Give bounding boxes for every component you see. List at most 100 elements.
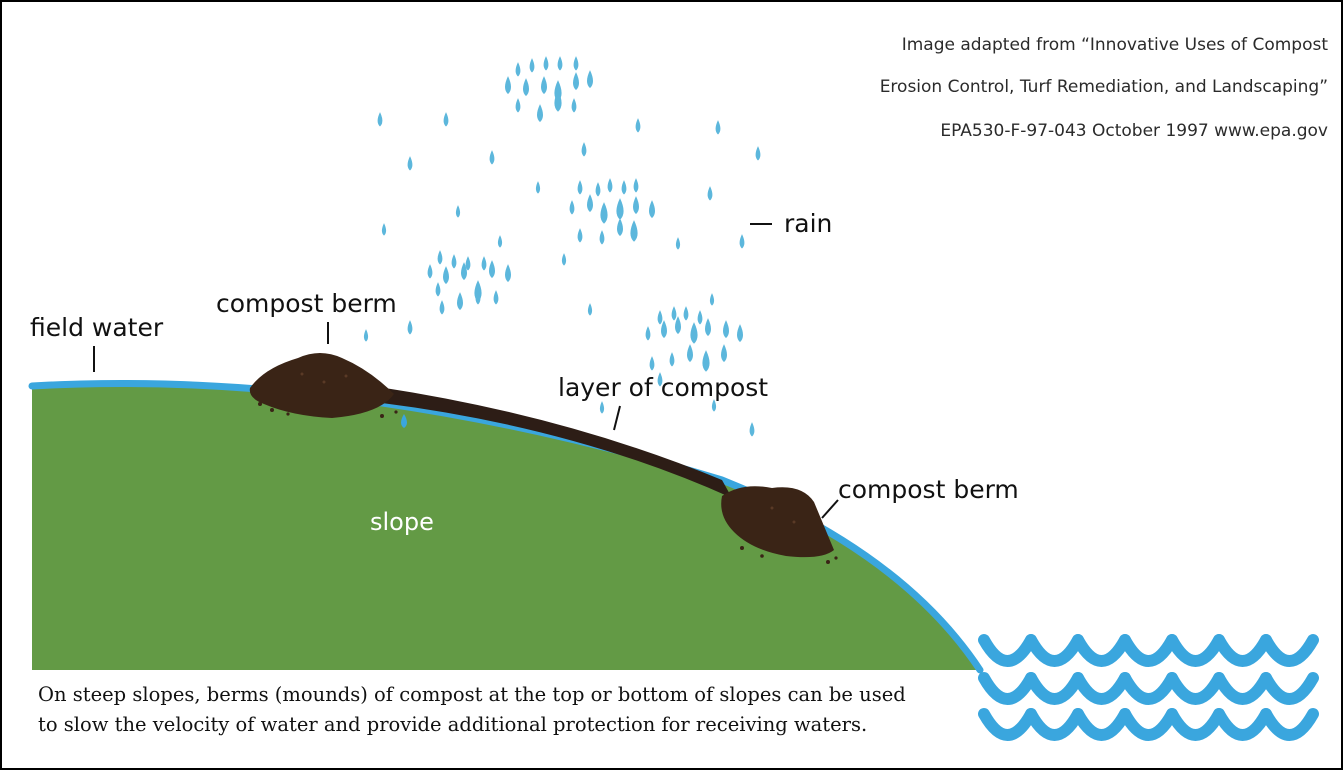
raindrop-icon: [635, 118, 641, 133]
wave-icon: [1213, 672, 1272, 705]
raindrop-icon: [705, 318, 711, 337]
raindrop-icon: [687, 344, 693, 363]
raindrop-icon: [489, 150, 495, 165]
raindrop-icon: [621, 180, 627, 195]
raindrop-icon: [633, 178, 639, 193]
slope-label: slope: [370, 508, 434, 536]
field-water-label: field water: [30, 313, 164, 342]
wave-icon: [978, 672, 1037, 705]
runoff-drop: [401, 414, 407, 428]
wave-icon: [1260, 708, 1319, 741]
raindrop-icon: [587, 303, 593, 316]
raindrop-icon: [683, 306, 689, 321]
raindrop-icon: [573, 72, 579, 91]
raindrop-icon: [657, 372, 663, 387]
raindrop-icon: [577, 180, 583, 195]
raindrop-icon: [475, 290, 481, 305]
raindrop-icon: [617, 218, 623, 237]
raindrop-icon: [529, 58, 535, 73]
raindrop-icon: [363, 329, 369, 342]
raindrop-icon: [571, 98, 577, 113]
raindrop-icon: [543, 56, 549, 71]
wave-icon: [1025, 672, 1084, 705]
raindrop-icon: [749, 422, 755, 437]
raindrop-icon: [709, 293, 715, 306]
wave-icon: [1025, 708, 1084, 741]
raindrop-icon: [669, 352, 675, 367]
raindrop-icon: [439, 300, 445, 315]
raindrop-icon: [649, 356, 655, 371]
wave-icon: [1260, 634, 1319, 667]
raindrop-icon: [443, 112, 449, 127]
raindrop-icon: [457, 292, 463, 311]
raindrop-icon: [557, 56, 563, 71]
raindrop-icon: [657, 310, 663, 325]
raindrop-icon: [497, 235, 503, 248]
raindrop-icon: [661, 320, 667, 339]
raindrop-icon: [587, 70, 593, 89]
raindrop-icon: [702, 350, 710, 372]
raindrop-icon: [569, 200, 575, 215]
caption-line-1: On steep slopes, berms (mounds) of compo…: [38, 683, 906, 706]
raindrop-icon: [561, 253, 567, 266]
raindrop-icon: [505, 264, 511, 283]
raindrop-icon: [541, 76, 547, 95]
raindrop-icon: [697, 310, 703, 325]
raindrop-icon: [427, 264, 433, 279]
raindrop-icon: [537, 104, 543, 123]
raindrop-icon: [573, 56, 579, 71]
raindrop-icon: [633, 196, 639, 215]
raindrop-icon: [407, 156, 413, 171]
caption: On steep slopes, berms (mounds) of compo…: [38, 680, 998, 740]
wave-icon: [1213, 634, 1272, 667]
raindrop-icon: [645, 326, 651, 341]
raindrop-icon: [711, 399, 717, 412]
slope-hill: [32, 383, 980, 670]
rain-label: rain: [784, 209, 832, 238]
compost-berm-bottom-leader: [821, 499, 839, 519]
raindrop-icon: [455, 205, 461, 218]
raindrop-icon: [451, 254, 457, 269]
compost-berm-bottom-label: compost berm: [838, 475, 1019, 504]
raindrop-icon: [723, 320, 729, 339]
raindrop-icon: [581, 142, 587, 157]
compost-berm-bottom: [721, 486, 838, 564]
wave-icon: [1166, 708, 1225, 741]
wave-icon: [978, 634, 1037, 667]
compost-berm-top: [249, 353, 398, 418]
raindrop-icon: [671, 306, 677, 321]
raindrop-icon: [715, 120, 721, 135]
raindrop-icon: [381, 223, 387, 236]
raindrop-icon: [577, 228, 583, 243]
compost-layer: [372, 386, 732, 498]
credit-line-2: Erosion Control, Turf Remediation, and L…: [880, 77, 1328, 97]
wave-icon: [1260, 672, 1319, 705]
raindrop-icon: [607, 178, 613, 193]
raindrop-icon: [493, 290, 499, 305]
caption-line-2: to slow the velocity of water and provid…: [38, 713, 868, 736]
raindrop-icon: [435, 282, 441, 297]
raindrop-icon: [407, 320, 413, 335]
wave-icon: [1025, 634, 1084, 667]
raindrop-icon: [739, 234, 745, 249]
raindrop-icon: [377, 112, 383, 127]
raindrop-icon: [675, 316, 681, 335]
raindrop-icon: [465, 256, 471, 271]
raindrop-icon: [649, 200, 655, 219]
raindrop-icon: [515, 98, 521, 113]
credit-line-3: EPA530-F-97-043 October 1997 www.epa.gov: [940, 121, 1328, 141]
raindrop-icon: [737, 324, 743, 343]
raindrop-icon: [481, 256, 487, 271]
raindrop-icon: [523, 78, 529, 97]
raindrop-icon: [554, 90, 562, 112]
raindrop-icon: [515, 62, 521, 77]
raindrop-icon: [505, 76, 511, 95]
rain-drops: [363, 56, 761, 437]
wave-icon: [1119, 672, 1178, 705]
raindrop-icon: [461, 262, 467, 281]
raindrop-icon: [489, 260, 495, 279]
raindrop-icon: [437, 250, 443, 265]
raindrop-icon: [599, 230, 605, 245]
wave-icon: [1166, 634, 1225, 667]
